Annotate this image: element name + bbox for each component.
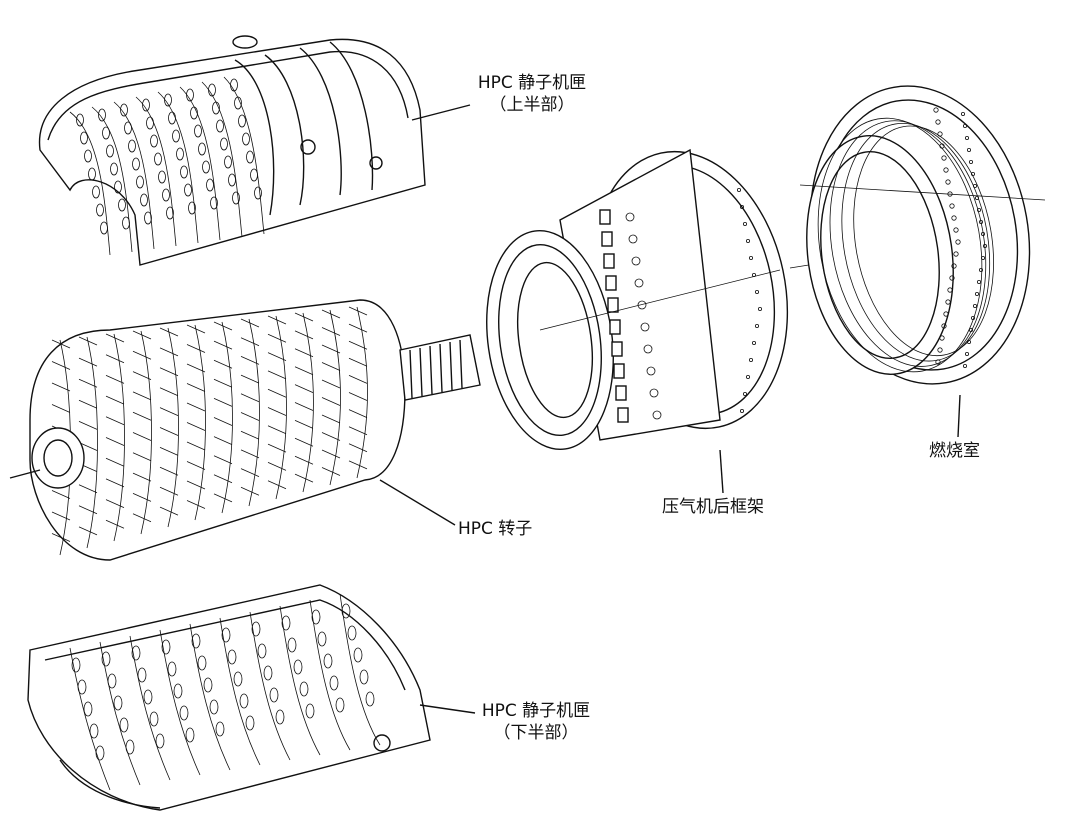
label-hpc-lower-line2: （下半部） <box>493 723 579 743</box>
label-compressor-rear-frame: 压气机后框架 <box>662 497 764 517</box>
leader-lines <box>379 104 961 714</box>
hpc-upper-stator-case <box>38 35 426 266</box>
label-hpc-upper-line2: （上半部） <box>489 95 575 115</box>
label-hpc-upper-stator-case: HPC 静子机匣 （上半部） <box>466 72 598 116</box>
label-hpc-rotor: HPC 转子 <box>458 519 533 539</box>
hpc-lower-stator-case <box>27 584 431 811</box>
label-hpc-lower-line1: HPC 静子机匣 <box>481 701 591 721</box>
compressor-rear-frame <box>486 148 841 450</box>
label-hpc-upper-line1: HPC 静子机匣 <box>477 73 587 93</box>
hpc-rotor <box>9 299 481 561</box>
combustor <box>799 85 1046 385</box>
label-hpc-lower-stator-case: HPC 静子机匣 （下半部） <box>470 700 602 744</box>
label-combustor: 燃烧室 <box>929 441 980 461</box>
